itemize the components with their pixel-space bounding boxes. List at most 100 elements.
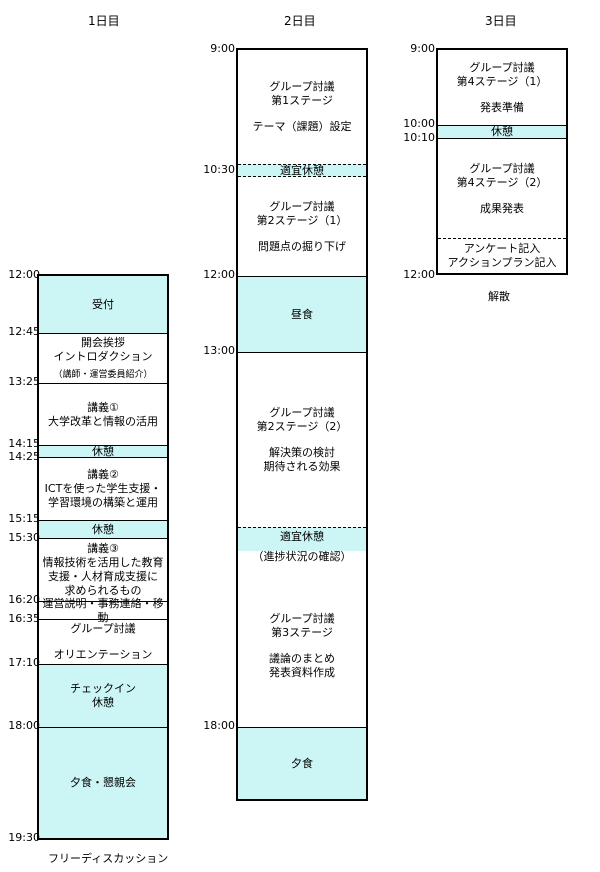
lecture2-line1: 講義② <box>87 468 119 481</box>
lecture3-line1: 講義③ <box>87 542 119 555</box>
lecture3-block: 講義③ 情報技術を活用した教育 支援・人材育成支援に 求められるもの <box>39 539 167 601</box>
day3-footer: 解散 <box>488 290 510 303</box>
stage1-line2: 第1ステージ <box>271 94 333 107</box>
opening-line3: （講師・運営委員紹介） <box>53 369 153 380</box>
day2-break2-block: 適宜休憩 <box>238 527 366 551</box>
stage4-1-line1: グループ討議 <box>469 60 535 74</box>
orientation-line2: オリエンテーション <box>53 648 153 661</box>
day1-header: 1日目 <box>88 14 120 28</box>
stage3-line1: グループ討議 <box>269 611 335 625</box>
stage2-2-block: グループ討議 第2ステージ（2） 解決策の検討 期待される効果 <box>238 352 366 527</box>
day2-dinner-label: 夕食 <box>291 756 313 770</box>
time-label: 16:35 <box>8 612 40 625</box>
opening-line1: 開会挨拶 <box>81 335 125 349</box>
lunch-label: 昼食 <box>291 307 313 321</box>
stage2-1-line2: 第2ステージ（1） <box>256 213 348 227</box>
time-label: 10:10 <box>403 131 435 144</box>
stage3-block: グループ討議 第3ステージ 議論のまとめ 発表資料作成 <box>238 564 366 727</box>
stage4-2-block: グループ討議 第4ステージ（2） 成果発表 <box>438 139 566 238</box>
day3-header: 3日目 <box>485 14 517 28</box>
day2-schedule-column: グループ討議 第1ステージ テーマ（課題）設定 適宜休憩 グループ討議 第2ステ… <box>236 48 368 801</box>
day2-dinner-block: 夕食 <box>238 727 366 799</box>
stage2-2-line4: 期待される効果 <box>263 460 341 473</box>
time-label: 14:15 <box>8 437 40 450</box>
time-label: 15:15 <box>8 512 40 525</box>
opening-line2: イントロダクション <box>53 349 153 363</box>
break2-block: 休憩 <box>39 520 167 539</box>
time-label: 12:45 <box>8 325 40 338</box>
time-label: 18:00 <box>8 719 40 732</box>
time-label: 16:20 <box>8 593 40 606</box>
lecture2-block: 講義② ICTを使った学生支援・ 学習環境の構築と運用 <box>39 458 167 520</box>
day1-footer: フリーディスカッション <box>48 852 169 865</box>
day3-break-label: 休憩 <box>491 125 513 138</box>
progress-check-label: （進捗状況の確認） <box>252 550 352 563</box>
lecture3-line2: 情報技術を活用した教育 <box>42 556 164 569</box>
break2-label: 休憩 <box>92 522 114 536</box>
stage4-2-line1: グループ討議 <box>469 161 535 175</box>
dinner-block: 夕食・懇親会 <box>39 727 167 838</box>
time-label: 14:25 <box>8 450 40 463</box>
time-label: 17:10 <box>8 656 40 669</box>
stage2-2-line2: 第2ステージ（2） <box>256 420 348 433</box>
time-label: 12:00 <box>8 268 40 281</box>
break1-block: 休憩 <box>39 445 167 458</box>
reception-label: 受付 <box>92 297 114 311</box>
day2-header: 2日目 <box>284 14 316 28</box>
lecture3-line4: 求められるもの <box>64 584 142 597</box>
time-label: 12:00 <box>403 268 435 281</box>
lecture1-line1: 講義① <box>87 400 119 414</box>
dinner-label: 夕食・懇親会 <box>70 776 136 789</box>
stage4-1-line2: 第4ステージ（1） <box>456 74 548 88</box>
day3-schedule-column: グループ討議 第4ステージ（1） 発表準備 休憩 グループ討議 第4ステージ（2… <box>436 48 568 275</box>
time-label: 9:00 <box>210 42 235 55</box>
orientation-block: グループ討議 オリエンテーション <box>39 620 167 664</box>
stage4-1-block: グループ討議 第4ステージ（1） 発表準備 <box>438 50 566 125</box>
time-label: 10:00 <box>403 117 435 130</box>
stage2-2-line3: 解決策の検討 <box>269 446 335 459</box>
day2-break2-label: 適宜休憩 <box>280 530 324 543</box>
time-label: 13:25 <box>8 375 40 388</box>
time-label: 15:30 <box>8 531 40 544</box>
time-label: 9:00 <box>410 42 435 55</box>
checkin-line2: 休憩 <box>92 696 114 709</box>
stage2-1-line3: 問題点の掘り下げ <box>258 239 346 253</box>
checkin-block: チェックイン 休憩 <box>39 664 167 727</box>
stage4-2-line2: 第4ステージ（2） <box>456 175 548 189</box>
survey-line1: アンケート記入 <box>463 242 541 255</box>
lunch-block: 昼食 <box>238 276 366 352</box>
stage3-line3: 議論のまとめ <box>269 651 335 665</box>
time-label: 18:00 <box>203 719 235 732</box>
reception-block: 受付 <box>39 276 167 333</box>
stage1-line1: グループ討議 <box>269 80 335 93</box>
stage2-1-line1: グループ討議 <box>269 199 335 213</box>
stage2-2-line1: グループ討議 <box>269 406 335 419</box>
checkin-line1: チェックイン <box>70 682 136 695</box>
stage4-1-line3: 発表準備 <box>480 100 524 114</box>
stage1-line3: テーマ（課題）設定 <box>252 120 352 133</box>
time-label: 19:30 <box>8 831 40 844</box>
day2-break1-block: 適宜休憩 <box>238 164 366 177</box>
lecture3-line3: 支援・人材育成支援に <box>48 570 158 583</box>
stage4-2-line3: 成果発表 <box>480 201 524 215</box>
lecture2-line2: ICTを使った学生支援・ <box>44 482 162 495</box>
survey-line2: アクションプラン記入 <box>447 256 557 269</box>
progress-check-block: （進捗状況の確認） <box>238 550 366 564</box>
time-label: 10:30 <box>203 163 235 176</box>
stage3-line4: 発表資料作成 <box>269 665 335 679</box>
lecture2-line3: 学習環境の構築と運用 <box>48 496 158 509</box>
admin-label: 運営説明・事務連絡・移動 <box>42 596 164 624</box>
time-label: 13:00 <box>203 344 235 357</box>
stage2-1-block: グループ討議 第2ステージ（1） 問題点の掘り下げ <box>238 177 366 276</box>
survey-block: アンケート記入 アクションプラン記入 <box>438 238 566 273</box>
break1-label: 休憩 <box>92 444 114 458</box>
stage3-line2: 第3ステージ <box>271 625 333 639</box>
orientation-line1: グループ討議 <box>70 622 136 635</box>
day2-break1-label: 適宜休憩 <box>280 163 324 177</box>
stage1-block: グループ討議 第1ステージ テーマ（課題）設定 <box>238 50 366 164</box>
opening-block: 開会挨拶 イントロダクション （講師・運営委員紹介） <box>39 333 167 383</box>
admin-block: 運営説明・事務連絡・移動 <box>39 597 167 624</box>
lecture1-line2: 大学改革と情報の活用 <box>48 414 158 428</box>
day1-schedule-column: 受付 開会挨拶 イントロダクション （講師・運営委員紹介） 講義① 大学改革と情… <box>37 274 169 840</box>
lecture1-block: 講義① 大学改革と情報の活用 <box>39 383 167 445</box>
